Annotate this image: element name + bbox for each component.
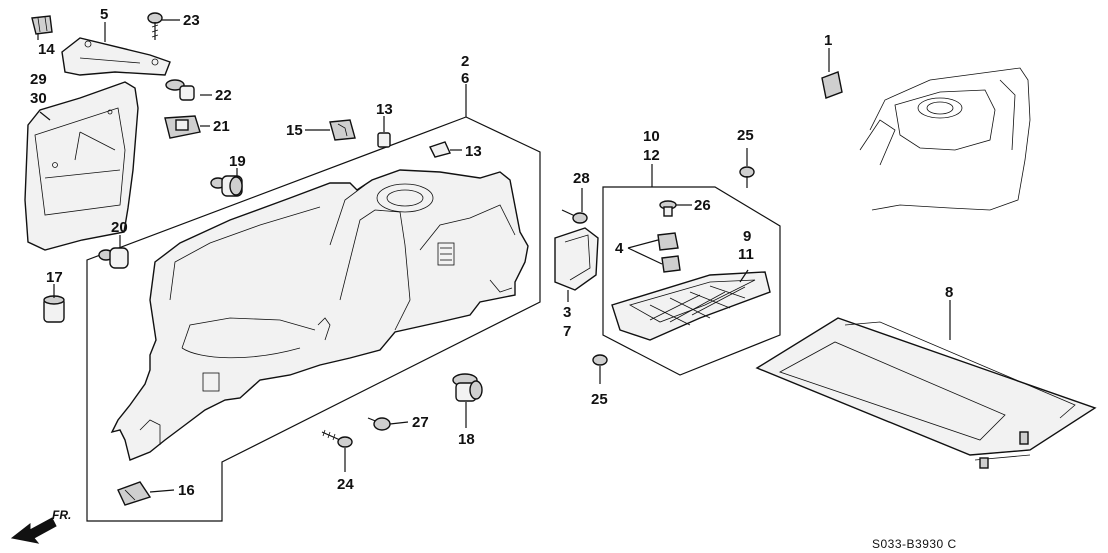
part-label-26: 26 xyxy=(694,197,711,214)
part-label-8: 8 xyxy=(945,284,953,301)
part-label-15: 15 xyxy=(286,122,303,139)
clip-4 xyxy=(657,232,681,273)
part-label-5: 5 xyxy=(100,6,108,23)
part-label-11: 11 xyxy=(738,246,754,263)
clip-18 xyxy=(452,373,483,402)
part-label-12: 12 xyxy=(643,147,660,164)
rear-tray-grille xyxy=(611,271,771,341)
clip-13b xyxy=(429,141,451,158)
clip-22 xyxy=(165,79,195,101)
group-frame-tray xyxy=(602,186,781,376)
diagram-code: S033-B3930 C xyxy=(872,537,957,551)
part-label-21: 21 xyxy=(213,118,230,135)
clip-20 xyxy=(98,247,129,269)
part-label-19: 19 xyxy=(229,153,246,170)
screw-24 xyxy=(321,429,353,448)
clip-15 xyxy=(329,119,356,141)
leader-lines xyxy=(37,19,951,493)
part-label-20: 20 xyxy=(111,219,128,236)
part-label-27: 27 xyxy=(412,414,429,431)
part-label-2: 2 xyxy=(461,53,469,70)
side-trunk-lining xyxy=(110,169,529,461)
part-label-16: 16 xyxy=(178,482,195,499)
part-label-18: 18 xyxy=(458,431,475,448)
part-label-7: 7 xyxy=(563,323,571,340)
bracket xyxy=(61,37,171,76)
screw-28 xyxy=(561,209,588,224)
part-label-9: 9 xyxy=(743,228,751,245)
part-label-17: 17 xyxy=(46,269,63,286)
part-label-10: 10 xyxy=(643,128,660,145)
clip-19 xyxy=(210,175,243,197)
part-label-30: 30 xyxy=(30,90,47,107)
part-label-4: 4 xyxy=(615,240,624,257)
part-label-23: 23 xyxy=(183,12,200,29)
rear-side-panel xyxy=(24,81,139,251)
screw-25a xyxy=(739,166,755,188)
front-direction-label: FR. xyxy=(52,508,71,522)
clip-16 xyxy=(117,481,152,506)
part-label-24: 24 xyxy=(337,476,354,493)
clip-13a xyxy=(377,132,391,148)
arrow-icon xyxy=(10,517,57,544)
part-label-25b: 25 xyxy=(591,391,608,408)
part-label-28: 28 xyxy=(573,170,590,187)
group-frame-main xyxy=(86,116,541,522)
cover-3-7 xyxy=(554,227,599,291)
screw-25b xyxy=(592,354,608,366)
clip-26 xyxy=(659,200,677,217)
part-label-29: 29 xyxy=(30,71,47,88)
part-label-6: 6 xyxy=(461,70,469,87)
part-label-13b: 13 xyxy=(465,143,482,160)
clip-14 xyxy=(31,15,53,35)
front-direction-arrow: FR. xyxy=(10,508,71,544)
clip-17 xyxy=(43,295,65,323)
clip-21 xyxy=(164,115,201,139)
part-label-25a: 25 xyxy=(737,127,754,144)
parcel-shelf xyxy=(755,317,1097,469)
vehicle-body-reference xyxy=(821,67,1031,211)
screw-23 xyxy=(147,12,163,40)
part-label-13a: 13 xyxy=(376,101,393,118)
part-label-1: 1 xyxy=(824,32,832,49)
clip-27 xyxy=(367,417,391,431)
part-label-14: 14 xyxy=(38,41,55,58)
part-label-3: 3 xyxy=(563,304,571,321)
part-label-22: 22 xyxy=(215,87,232,104)
